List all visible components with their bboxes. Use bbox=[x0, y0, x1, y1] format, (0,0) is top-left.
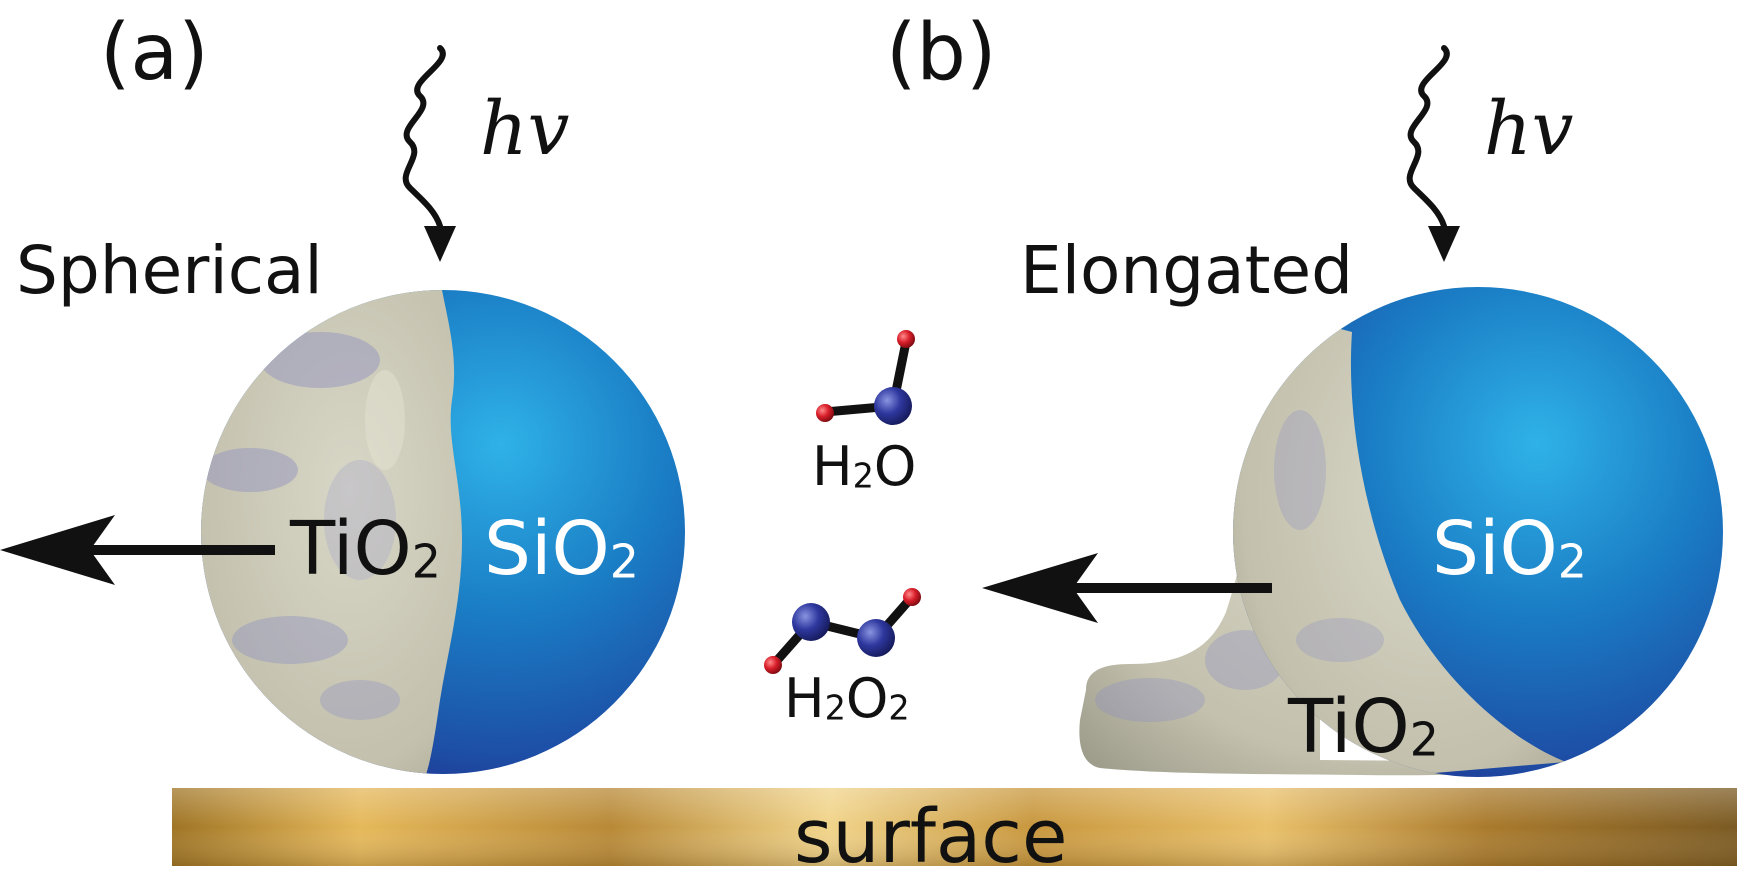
peroxide-oxygen-atom-2 bbox=[857, 619, 895, 657]
spherical-title: Spherical bbox=[16, 232, 323, 309]
spherical-shell-formula: TiO2 bbox=[290, 506, 441, 592]
photon-arrow-a bbox=[402, 45, 456, 262]
peroxide-molecule bbox=[764, 588, 921, 674]
elongated-particle bbox=[1079, 287, 1723, 777]
peroxide-formula: H2O2 bbox=[784, 667, 910, 730]
peroxide-oxygen-atom-1 bbox=[792, 603, 830, 641]
photon-label-a: hv bbox=[480, 86, 570, 172]
panel-label-b: (b) bbox=[886, 8, 997, 98]
elongated-core-formula: SiO2 bbox=[1432, 506, 1587, 592]
water-molecule bbox=[816, 330, 915, 425]
water-hydrogen-atom-1 bbox=[816, 404, 834, 422]
peroxide-hydrogen-atom-1 bbox=[764, 656, 782, 674]
panel-label-a: (a) bbox=[100, 8, 209, 98]
spherical-core-formula: SiO2 bbox=[484, 506, 639, 592]
spherical-particle bbox=[201, 290, 685, 774]
water-formula: H2O bbox=[812, 435, 917, 498]
elongated-title: Elongated bbox=[1020, 232, 1353, 309]
motion-arrow-b bbox=[982, 553, 1272, 623]
motion-arrow-a bbox=[0, 515, 275, 585]
photon-label-b: hv bbox=[1484, 86, 1574, 172]
water-hydrogen-atom-2 bbox=[897, 330, 915, 348]
surface-label: surface bbox=[794, 794, 1068, 880]
peroxide-hydrogen-atom-2 bbox=[903, 588, 921, 606]
photon-arrow-b bbox=[1406, 45, 1460, 262]
elongated-shell-formula: TiO2 bbox=[1288, 684, 1439, 770]
surface-slab bbox=[172, 788, 1737, 866]
spherical-tio2-shell bbox=[201, 290, 462, 774]
water-oxygen-atom bbox=[874, 387, 912, 425]
